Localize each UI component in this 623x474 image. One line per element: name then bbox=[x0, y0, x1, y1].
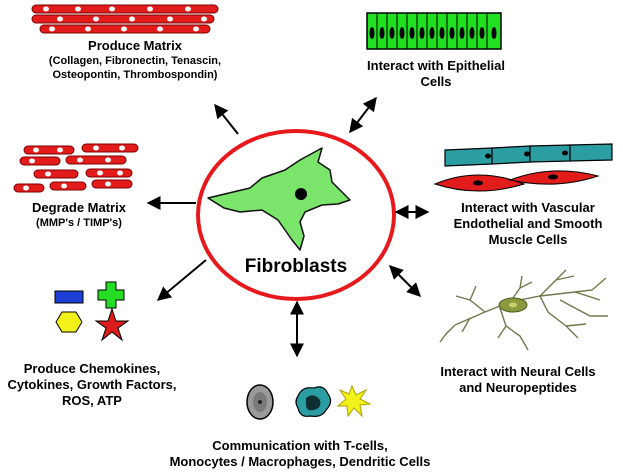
fibroblasts-label: Fibroblasts bbox=[244, 256, 348, 277]
degrade-matrix-detail: (MMP's / TIMP's) bbox=[36, 217, 122, 229]
t-cell-icon bbox=[246, 384, 274, 420]
produce-matrix-detail-1: (Collagen, Fibronectin, Tenascin, bbox=[48, 55, 222, 67]
immune-line-2: Monocytes / Macrophages, Dendritic Cells bbox=[169, 454, 431, 469]
smooth-muscle-cells-icon bbox=[433, 170, 600, 192]
fibroblast-cell bbox=[207, 147, 351, 251]
chemokines-line-3: ROS, ATP bbox=[62, 393, 122, 408]
produce-matrix-detail-2: Osteopontin, Thrombospondin) bbox=[52, 69, 218, 81]
neural-soma bbox=[498, 297, 528, 313]
arrow-epithelial bbox=[349, 96, 377, 134]
produce-matrix-title: Produce Matrix bbox=[88, 38, 182, 53]
arrow-produce-matrix bbox=[214, 103, 239, 135]
chemokines-line-2: Cytokines, Growth Factors, bbox=[7, 377, 177, 392]
degrade-matrix-title: Degrade Matrix bbox=[32, 200, 126, 215]
epithelial-line-1: Interact with Epithelial bbox=[367, 58, 505, 73]
immune-node: Communication with T-cells, Monocytes / … bbox=[150, 438, 450, 470]
immune-line-1: Communication with T-cells, bbox=[212, 438, 388, 453]
epithelial-node: Interact with Epithelial Cells bbox=[356, 58, 516, 90]
arrow-neural bbox=[389, 265, 421, 297]
neural-node: Interact with Neural Cells and Neuropept… bbox=[420, 364, 616, 396]
produce-matrix-node: Produce Matrix (Collagen, Fibronectin, T… bbox=[40, 38, 230, 82]
arrow-chemokines bbox=[156, 259, 207, 301]
chemokines-line-1: Produce Chemokines, bbox=[23, 361, 161, 376]
vascular-line-3: Muscle Cells bbox=[488, 232, 568, 247]
epithelial-line-2: Cells bbox=[420, 74, 452, 89]
endothelial-nuclei bbox=[485, 150, 568, 159]
nucleus bbox=[295, 188, 307, 200]
vascular-line-2: Endothelial and Smooth bbox=[453, 216, 603, 231]
neural-line-2: and Neuropeptides bbox=[459, 380, 577, 395]
degraded-collagen-dots bbox=[23, 145, 125, 191]
epithelial-cells-icon bbox=[366, 12, 502, 50]
neural-line-1: Interact with Neural Cells bbox=[440, 364, 596, 379]
degraded-collagen-icon bbox=[13, 143, 139, 193]
smooth-muscle-nuclei bbox=[473, 174, 558, 186]
center-label-box: Fibroblasts bbox=[240, 256, 352, 278]
endothelial-cells-icon bbox=[444, 143, 613, 167]
green-cross-icon bbox=[97, 281, 125, 309]
chemokines-node: Produce Chemokines, Cytokines, Growth Fa… bbox=[2, 361, 182, 409]
collagen-dots bbox=[43, 6, 207, 32]
yellow-hexagon-icon bbox=[55, 311, 83, 333]
red-star-icon bbox=[94, 307, 130, 342]
vascular-line-1: Interact with Vascular bbox=[461, 200, 595, 215]
blue-rectangle-icon bbox=[54, 290, 84, 304]
degrade-matrix-node: Degrade Matrix (MMP's / TIMP's) bbox=[14, 200, 144, 230]
vascular-node: Interact with Vascular Endothelial and S… bbox=[438, 200, 618, 248]
neural-cell-icon bbox=[439, 269, 608, 351]
macrophage-icon bbox=[295, 386, 332, 417]
dendritic-cell-icon bbox=[336, 384, 372, 418]
